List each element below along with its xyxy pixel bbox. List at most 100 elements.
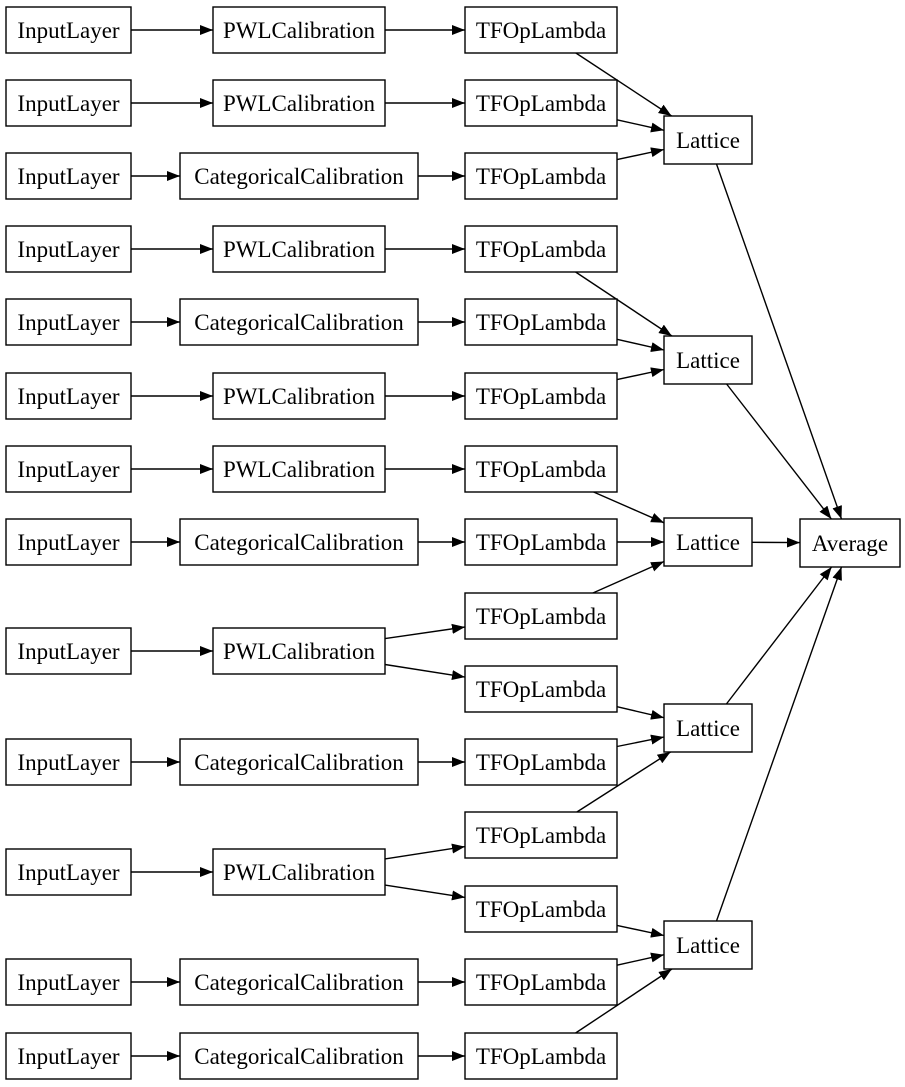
- node-box-in3: [5, 152, 132, 200]
- node-box-tf5: [464, 298, 618, 346]
- edge-tf10-to-lat4: [616, 706, 665, 720]
- node-in9: InputLayer: [5, 627, 132, 675]
- edge-tf9-to-lat3: [592, 560, 665, 594]
- node-box-cal2: [212, 79, 386, 127]
- node-box-in9: [5, 627, 132, 675]
- edge-tf1-to-lat1: [575, 52, 672, 117]
- edge-lat5-to-avg: [715, 566, 843, 922]
- edge-tf11-to-lat4: [616, 734, 665, 748]
- node-box-in11: [5, 848, 132, 896]
- node-label-cal12: CategoricalCalibration: [194, 970, 404, 995]
- node-box-cal11: [212, 848, 386, 896]
- node-cal7: PWLCalibration: [212, 445, 386, 493]
- node-label-in9: InputLayer: [17, 639, 120, 664]
- node-tf10: TFOpLambda: [464, 665, 618, 713]
- node-label-cal11: PWLCalibration: [223, 860, 376, 885]
- node-label-lat2: Lattice: [676, 348, 740, 373]
- node-box-in4: [5, 225, 132, 273]
- node-in1: InputLayer: [5, 6, 132, 54]
- node-lat1: Lattice: [663, 115, 753, 165]
- node-box-cal8: [179, 518, 419, 566]
- node-label-avg: Average: [812, 531, 888, 556]
- node-avg: Average: [799, 518, 901, 568]
- diagram-edges: [131, 25, 843, 1061]
- node-cal12: CategoricalCalibration: [179, 958, 419, 1006]
- node-tf5: TFOpLambda: [464, 298, 618, 346]
- node-label-tf7: TFOpLambda: [476, 457, 606, 482]
- node-box-in13: [5, 1032, 132, 1080]
- node-box-cal13: [179, 1032, 419, 1080]
- node-box-lat1: [663, 115, 753, 165]
- node-tf15: TFOpLambda: [464, 1032, 618, 1080]
- node-label-cal5: CategoricalCalibration: [194, 310, 404, 335]
- edge-tf14-to-lat5: [616, 952, 665, 966]
- edge-tf6-to-lat2: [616, 367, 665, 381]
- node-label-in1: InputLayer: [17, 18, 120, 43]
- node-label-tf13: TFOpLambda: [476, 897, 606, 922]
- node-label-tf11: TFOpLambda: [476, 750, 606, 775]
- node-box-tf14: [464, 958, 618, 1006]
- edge-tf13-to-lat5: [616, 924, 665, 938]
- edge-tf5-to-lat2: [616, 338, 665, 352]
- edge-cal9-to-tf10: [384, 663, 466, 681]
- node-label-in10: InputLayer: [17, 750, 120, 775]
- node-box-cal7: [212, 445, 386, 493]
- node-box-cal3: [179, 152, 419, 200]
- node-lat2: Lattice: [663, 335, 753, 385]
- node-box-cal6: [212, 372, 386, 420]
- node-box-tf8: [464, 518, 618, 566]
- node-box-avg: [799, 518, 901, 568]
- node-box-lat3: [663, 517, 753, 567]
- node-box-cal12: [179, 958, 419, 1006]
- node-box-in2: [5, 79, 132, 127]
- edge-cal11-to-tf13: [384, 884, 466, 901]
- node-box-tf3: [464, 152, 618, 200]
- node-in3: InputLayer: [5, 152, 132, 200]
- node-label-lat5: Lattice: [676, 933, 740, 958]
- node-box-tf4: [464, 225, 618, 273]
- node-label-cal8: CategoricalCalibration: [194, 530, 404, 555]
- node-label-cal2: PWLCalibration: [223, 91, 376, 116]
- node-box-in5: [5, 298, 132, 346]
- node-label-in7: InputLayer: [17, 457, 120, 482]
- edge-tf3-to-lat1: [616, 147, 665, 161]
- node-label-in2: InputLayer: [17, 91, 120, 116]
- node-in12: InputLayer: [5, 958, 132, 1006]
- node-in2: InputLayer: [5, 79, 132, 127]
- node-label-in5: InputLayer: [17, 310, 120, 335]
- node-box-tf1: [464, 6, 618, 54]
- node-in7: InputLayer: [5, 445, 132, 493]
- node-tf9: TFOpLambda: [464, 592, 618, 640]
- node-label-cal6: PWLCalibration: [223, 384, 376, 409]
- node-label-cal10: CategoricalCalibration: [194, 750, 404, 775]
- node-box-in6: [5, 372, 132, 420]
- node-cal13: CategoricalCalibration: [179, 1032, 419, 1080]
- node-label-tf6: TFOpLambda: [476, 384, 606, 409]
- node-tf8: TFOpLambda: [464, 518, 618, 566]
- edge-cal9-to-tf9: [384, 623, 466, 640]
- node-box-tf7: [464, 445, 618, 493]
- node-box-in8: [5, 518, 132, 566]
- edge-tf15-to-lat5: [575, 968, 673, 1034]
- node-box-cal5: [179, 298, 419, 346]
- edge-lat1-to-avg: [715, 163, 843, 520]
- node-cal3: CategoricalCalibration: [179, 152, 419, 200]
- node-in5: InputLayer: [5, 298, 132, 346]
- node-label-lat3: Lattice: [676, 530, 740, 555]
- node-box-tf2: [464, 79, 618, 127]
- node-box-in12: [5, 958, 132, 1006]
- node-in11: InputLayer: [5, 848, 132, 896]
- edge-lat2-to-avg: [726, 383, 832, 520]
- node-label-in4: InputLayer: [17, 237, 120, 262]
- node-cal6: PWLCalibration: [212, 372, 386, 420]
- node-in6: InputLayer: [5, 372, 132, 420]
- node-label-tf12: TFOpLambda: [476, 823, 606, 848]
- node-label-cal1: PWLCalibration: [223, 18, 376, 43]
- node-box-tf9: [464, 592, 618, 640]
- node-label-cal7: PWLCalibration: [223, 457, 376, 482]
- node-label-cal9: PWLCalibration: [223, 639, 376, 664]
- edge-tf2-to-lat1: [616, 119, 665, 133]
- node-label-in3: InputLayer: [17, 164, 120, 189]
- node-in10: InputLayer: [5, 738, 132, 786]
- node-box-in10: [5, 738, 132, 786]
